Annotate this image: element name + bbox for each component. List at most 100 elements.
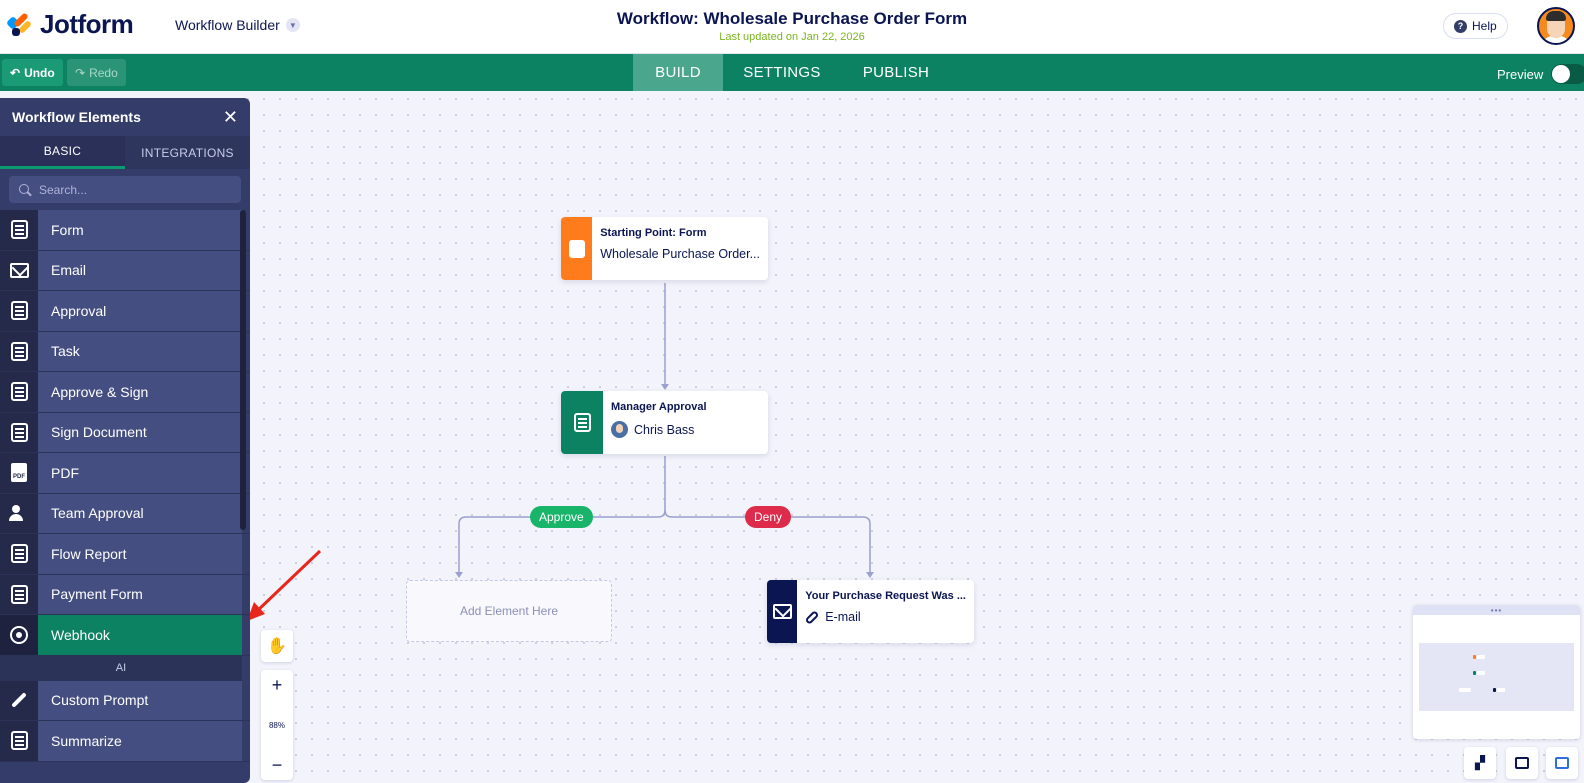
element-label: Email xyxy=(38,250,242,290)
start-form-node[interactable]: Starting Point: Form Wholesale Purchase … xyxy=(561,217,768,280)
chevron-down-icon: ▼ xyxy=(285,18,300,32)
add-element-placeholder[interactable]: Add Element Here xyxy=(406,580,612,642)
tab-publish[interactable]: PUBLISH xyxy=(862,64,930,81)
logo-text: Jotform xyxy=(40,9,134,39)
email-icon xyxy=(9,262,29,278)
element-label: Team Approval xyxy=(38,493,242,533)
email-node[interactable]: Your Purchase Request Was ... E-mail xyxy=(767,580,974,643)
element-label: PDF xyxy=(38,453,242,493)
task-icon xyxy=(10,341,28,361)
preview-label: Preview xyxy=(1497,66,1544,82)
preview-toggle[interactable] xyxy=(1551,64,1584,84)
preview-control: Preview xyxy=(1497,64,1584,84)
element-item-summarize[interactable]: Summarize xyxy=(0,721,250,762)
element-item-task[interactable]: Task xyxy=(0,331,250,372)
element-item-custom-prompt[interactable]: Custom Prompt xyxy=(0,680,250,721)
workflow-elements-panel: Workflow Elements ✕ BASIC INTEGRATIONS S… xyxy=(0,98,250,783)
search-icon xyxy=(19,183,31,196)
hand-tool-button[interactable]: ✋ xyxy=(261,630,293,662)
last-updated-text: Last updated on Jan 22, 2026 xyxy=(719,31,865,43)
zoom-out-button[interactable]: − xyxy=(271,755,283,775)
assignee-avatar xyxy=(611,421,628,438)
element-item-payment-form[interactable]: Payment Form xyxy=(0,574,250,615)
approval-node-icon xyxy=(561,391,603,454)
workflow-canvas[interactable] xyxy=(0,91,1584,783)
tab-integrations[interactable]: INTEGRATIONS xyxy=(141,145,234,160)
minimap-viewport xyxy=(1419,643,1574,711)
form-icon xyxy=(10,220,28,240)
zoom-in-button[interactable]: + xyxy=(271,675,283,695)
workflow-builder-label: Workflow Builder xyxy=(175,17,280,33)
approve-branch-label: Approve xyxy=(530,506,593,528)
sign-document-icon xyxy=(10,422,28,442)
minimap[interactable]: ••• xyxy=(1413,605,1580,739)
page-title: Workflow: Wholesale Purchase Order Form xyxy=(616,9,968,28)
panel-scrollbar[interactable] xyxy=(240,210,246,530)
element-item-email[interactable]: Email xyxy=(0,250,250,291)
approval-node-title: Manager Approval xyxy=(611,401,707,413)
summarize-icon xyxy=(10,731,28,751)
email-node-type: E-mail xyxy=(805,610,966,624)
zoom-controls: + 88% − xyxy=(261,670,293,780)
feedback-button[interactable] xyxy=(1506,747,1538,779)
element-item-form[interactable]: Form xyxy=(0,210,250,251)
help-button[interactable]: ? Help xyxy=(1443,13,1508,39)
panel-title: Workflow Elements xyxy=(12,109,141,125)
element-item-sign-document[interactable]: Sign Document xyxy=(0,412,250,453)
element-item-pdf[interactable]: PDF PDF xyxy=(0,453,250,494)
search-placeholder: Search... xyxy=(39,182,88,197)
help-label: Help xyxy=(1472,19,1497,33)
minimap-toggle-button[interactable] xyxy=(1546,747,1578,779)
jotform-logo[interactable]: Jotform xyxy=(5,9,134,40)
manager-approval-node[interactable]: Manager Approval Chris Bass xyxy=(561,391,768,454)
tab-build[interactable]: BUILD xyxy=(633,54,723,91)
email-node-title: Your Purchase Request Was ... xyxy=(805,590,966,602)
undo-button[interactable]: ↶ Undo xyxy=(2,59,63,86)
tab-basic[interactable]: BASIC xyxy=(0,136,125,169)
approve-sign-icon xyxy=(10,382,28,402)
element-label: Form xyxy=(38,210,242,250)
start-node-title: Starting Point: Form xyxy=(600,227,707,239)
zoom-level: 88% xyxy=(268,720,285,730)
element-list: Form Email Approval Task Approve & Sign … xyxy=(0,210,250,762)
minimap-icon xyxy=(1555,757,1569,769)
form-node-icon xyxy=(561,217,593,280)
user-avatar[interactable] xyxy=(1537,7,1575,45)
element-label: Approve & Sign xyxy=(38,372,242,412)
panel-tabs: BASIC INTEGRATIONS xyxy=(0,136,250,169)
redo-label: Redo xyxy=(89,65,118,80)
element-item-flow-report[interactable]: Flow Report xyxy=(0,534,250,575)
page-title-block: Workflow: Wholesale Purchase Order Form … xyxy=(0,9,1584,43)
element-label: Task xyxy=(38,331,242,371)
element-label: Flow Report xyxy=(38,534,242,574)
element-label: Summarize xyxy=(38,721,242,761)
team-approval-icon xyxy=(9,505,29,522)
undo-label: Undo xyxy=(24,65,55,80)
redo-button[interactable]: ↷ Redo xyxy=(67,59,126,86)
minimap-drag-handle[interactable]: ••• xyxy=(1413,605,1580,615)
element-label: Approval xyxy=(38,291,242,331)
top-header: Jotform Workflow Builder ▼ Workflow: Who… xyxy=(0,0,1584,54)
help-icon: ? xyxy=(1454,19,1467,33)
link-icon xyxy=(805,610,820,624)
email-node-subtitle: E-mail xyxy=(825,610,861,624)
builder-toolbar: ↶ Undo ↷ Redo BUILD SETTINGS PUBLISH Pre… xyxy=(0,54,1584,91)
ai-section-header: AI xyxy=(0,655,242,681)
element-search-input[interactable]: Search... xyxy=(9,176,241,203)
element-item-approve-sign[interactable]: Approve & Sign xyxy=(0,372,250,413)
apps-icon: ▞ xyxy=(1475,755,1485,770)
email-node-icon xyxy=(767,580,798,643)
element-label: Webhook xyxy=(38,615,242,655)
redo-icon: ↷ xyxy=(75,65,86,80)
approval-assignee: Chris Bass xyxy=(611,421,760,438)
pdf-icon: PDF xyxy=(11,463,27,483)
payment-form-icon xyxy=(10,584,28,604)
workflow-builder-menu[interactable]: Workflow Builder ▼ xyxy=(175,17,300,33)
elements-grid-button[interactable]: ▞ xyxy=(1464,747,1496,779)
tab-settings[interactable]: SETTINGS xyxy=(743,64,821,81)
element-label: Sign Document xyxy=(38,412,242,452)
element-item-team-approval[interactable]: Team Approval xyxy=(0,493,250,534)
close-icon[interactable]: ✕ xyxy=(222,106,238,127)
element-item-webhook[interactable]: Webhook xyxy=(0,615,250,656)
element-item-approval[interactable]: Approval xyxy=(0,291,250,332)
